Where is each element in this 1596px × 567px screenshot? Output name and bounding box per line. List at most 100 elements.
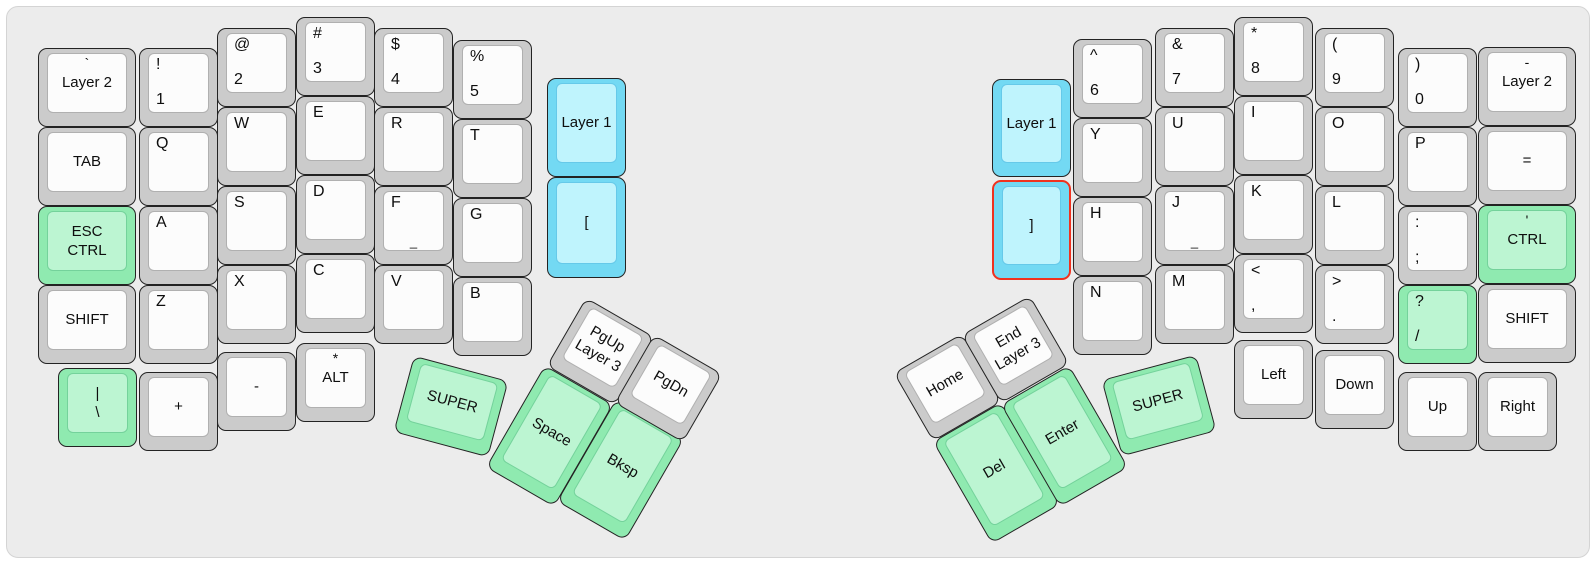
key-layer1-right[interactable]: Layer 1 — [992, 79, 1071, 177]
keycap-surface: !1 — [148, 53, 209, 113]
key-legend-tl: N — [1090, 284, 1102, 301]
key-8[interactable]: *8 — [1234, 17, 1313, 96]
key-h[interactable]: H — [1073, 197, 1152, 276]
key-1[interactable]: !1 — [139, 48, 218, 127]
key-legend-bl: 1 — [156, 91, 165, 108]
key-p[interactable]: P — [1398, 127, 1477, 206]
key-c[interactable]: C — [296, 254, 375, 333]
key-comma[interactable]: <, — [1234, 254, 1313, 333]
key-plus[interactable]: + — [139, 372, 218, 451]
key-legend-tc: * — [332, 350, 339, 366]
key-ctrl-right[interactable]: 'CTRL — [1478, 205, 1576, 284]
keycap-surface: [ — [556, 182, 617, 264]
key-semicolon[interactable]: :; — [1398, 206, 1477, 285]
key-n[interactable]: N — [1073, 276, 1152, 355]
key-s[interactable]: S — [217, 186, 296, 265]
key-slash[interactable]: ?/ — [1398, 285, 1477, 364]
key-legend-bl: 7 — [1172, 71, 1181, 88]
keycap-surface: L — [1324, 191, 1385, 251]
key-legend-tl: ( — [1332, 36, 1338, 53]
keycap-surface: = — [1487, 131, 1567, 191]
key-left-bracket[interactable]: [ — [547, 177, 626, 278]
key-legend-tl: ! — [156, 56, 161, 73]
key-legend-c: Layer 1 — [1006, 114, 1057, 132]
key-right-arrow[interactable]: Right — [1478, 372, 1557, 451]
keycap-surface: Left — [1243, 345, 1304, 405]
keycap-surface: | \ — [67, 373, 128, 433]
key-0[interactable]: )0 — [1398, 48, 1477, 127]
key-alt[interactable]: *ALT — [296, 343, 375, 422]
key-legend-c: | \ — [95, 384, 100, 422]
key-shift-left[interactable]: SHIFT — [38, 285, 136, 364]
key-6[interactable]: ^6 — [1073, 39, 1152, 118]
key-o[interactable]: O — [1315, 107, 1394, 186]
keycap-surface: Layer 1 — [556, 83, 617, 163]
key-esc-ctrl[interactable]: ESC CTRL — [38, 206, 136, 285]
key-up-arrow[interactable]: Up — [1398, 372, 1477, 451]
key-d[interactable]: D — [296, 175, 375, 254]
key-y[interactable]: Y — [1073, 118, 1152, 197]
keycap-surface: @2 — [226, 33, 287, 93]
key-left-arrow[interactable]: Left — [1234, 340, 1313, 419]
key-u[interactable]: U — [1155, 107, 1234, 186]
key-t[interactable]: T — [453, 119, 532, 198]
key-pipe-backslash[interactable]: | \ — [58, 368, 137, 447]
key-legend-c: Up — [1427, 398, 1448, 416]
key-super-right[interactable]: SUPER — [1101, 354, 1217, 456]
key-i[interactable]: I — [1234, 96, 1313, 175]
key-legend-tl: S — [234, 194, 245, 211]
keycap-surface: S — [226, 191, 287, 251]
key-l[interactable]: L — [1315, 186, 1394, 265]
key-r[interactable]: R — [374, 107, 453, 186]
key-legend-tl: < — [1251, 262, 1261, 279]
key-legend-bc: _ — [1190, 234, 1199, 249]
key-tab[interactable]: TAB — [38, 127, 136, 206]
keycap-surface: ] — [1002, 186, 1061, 265]
key-e[interactable]: E — [296, 96, 375, 175]
key-layer2-right[interactable]: -Layer 2 — [1478, 47, 1576, 126]
key-7[interactable]: &7 — [1155, 28, 1234, 107]
key-period[interactable]: >. — [1315, 265, 1394, 344]
key-legend-c: SHIFT — [1505, 310, 1549, 328]
key-legend-tl: # — [313, 25, 322, 42]
key-f[interactable]: F_ — [374, 186, 453, 265]
key-legend-tl: & — [1172, 36, 1183, 53]
key-minus-left[interactable]: - — [217, 352, 296, 431]
key-9[interactable]: (9 — [1315, 28, 1394, 107]
key-j[interactable]: J_ — [1155, 186, 1234, 265]
keycap-surface: R — [383, 112, 444, 172]
key-k[interactable]: K — [1234, 175, 1313, 254]
key-legend-tl: % — [470, 48, 485, 65]
keycap-surface: PgDn — [628, 342, 712, 426]
key-legend-tl: F — [391, 194, 401, 211]
key-legend-tl: P — [1415, 135, 1426, 152]
key-g[interactable]: G — [453, 198, 532, 277]
key-right-bracket[interactable]: ] — [992, 180, 1071, 280]
key-3[interactable]: #3 — [296, 17, 375, 96]
key-x[interactable]: X — [217, 265, 296, 344]
key-down-arrow[interactable]: Down — [1315, 350, 1394, 429]
key-a[interactable]: A — [139, 206, 218, 285]
key-shift-right[interactable]: SHIFT — [1478, 284, 1576, 363]
key-v[interactable]: V — [374, 265, 453, 344]
key-4[interactable]: $4 — [374, 28, 453, 107]
keycap-surface: SUPER — [405, 362, 499, 441]
key-legend-tl: ) — [1415, 56, 1421, 73]
key-5[interactable]: %5 — [453, 40, 532, 119]
key-equals[interactable]: = — [1478, 126, 1576, 205]
key-q[interactable]: Q — [139, 127, 218, 206]
key-legend-tl: A — [156, 214, 167, 231]
key-layer1-left[interactable]: Layer 1 — [547, 78, 626, 177]
key-m[interactable]: M — [1155, 265, 1234, 344]
key-legend-tl: ? — [1415, 293, 1424, 310]
key-layer2-left[interactable]: `Layer 2 — [38, 48, 136, 127]
key-b[interactable]: B — [453, 277, 532, 356]
key-2[interactable]: @2 — [217, 28, 296, 107]
key-legend-tl: M — [1172, 273, 1186, 290]
key-super-left[interactable]: SUPER — [393, 355, 509, 457]
keycap-surface: ESC CTRL — [47, 211, 127, 271]
keycap-surface: %5 — [462, 45, 523, 105]
key-z[interactable]: Z — [139, 285, 218, 364]
key-w[interactable]: W — [217, 107, 296, 186]
